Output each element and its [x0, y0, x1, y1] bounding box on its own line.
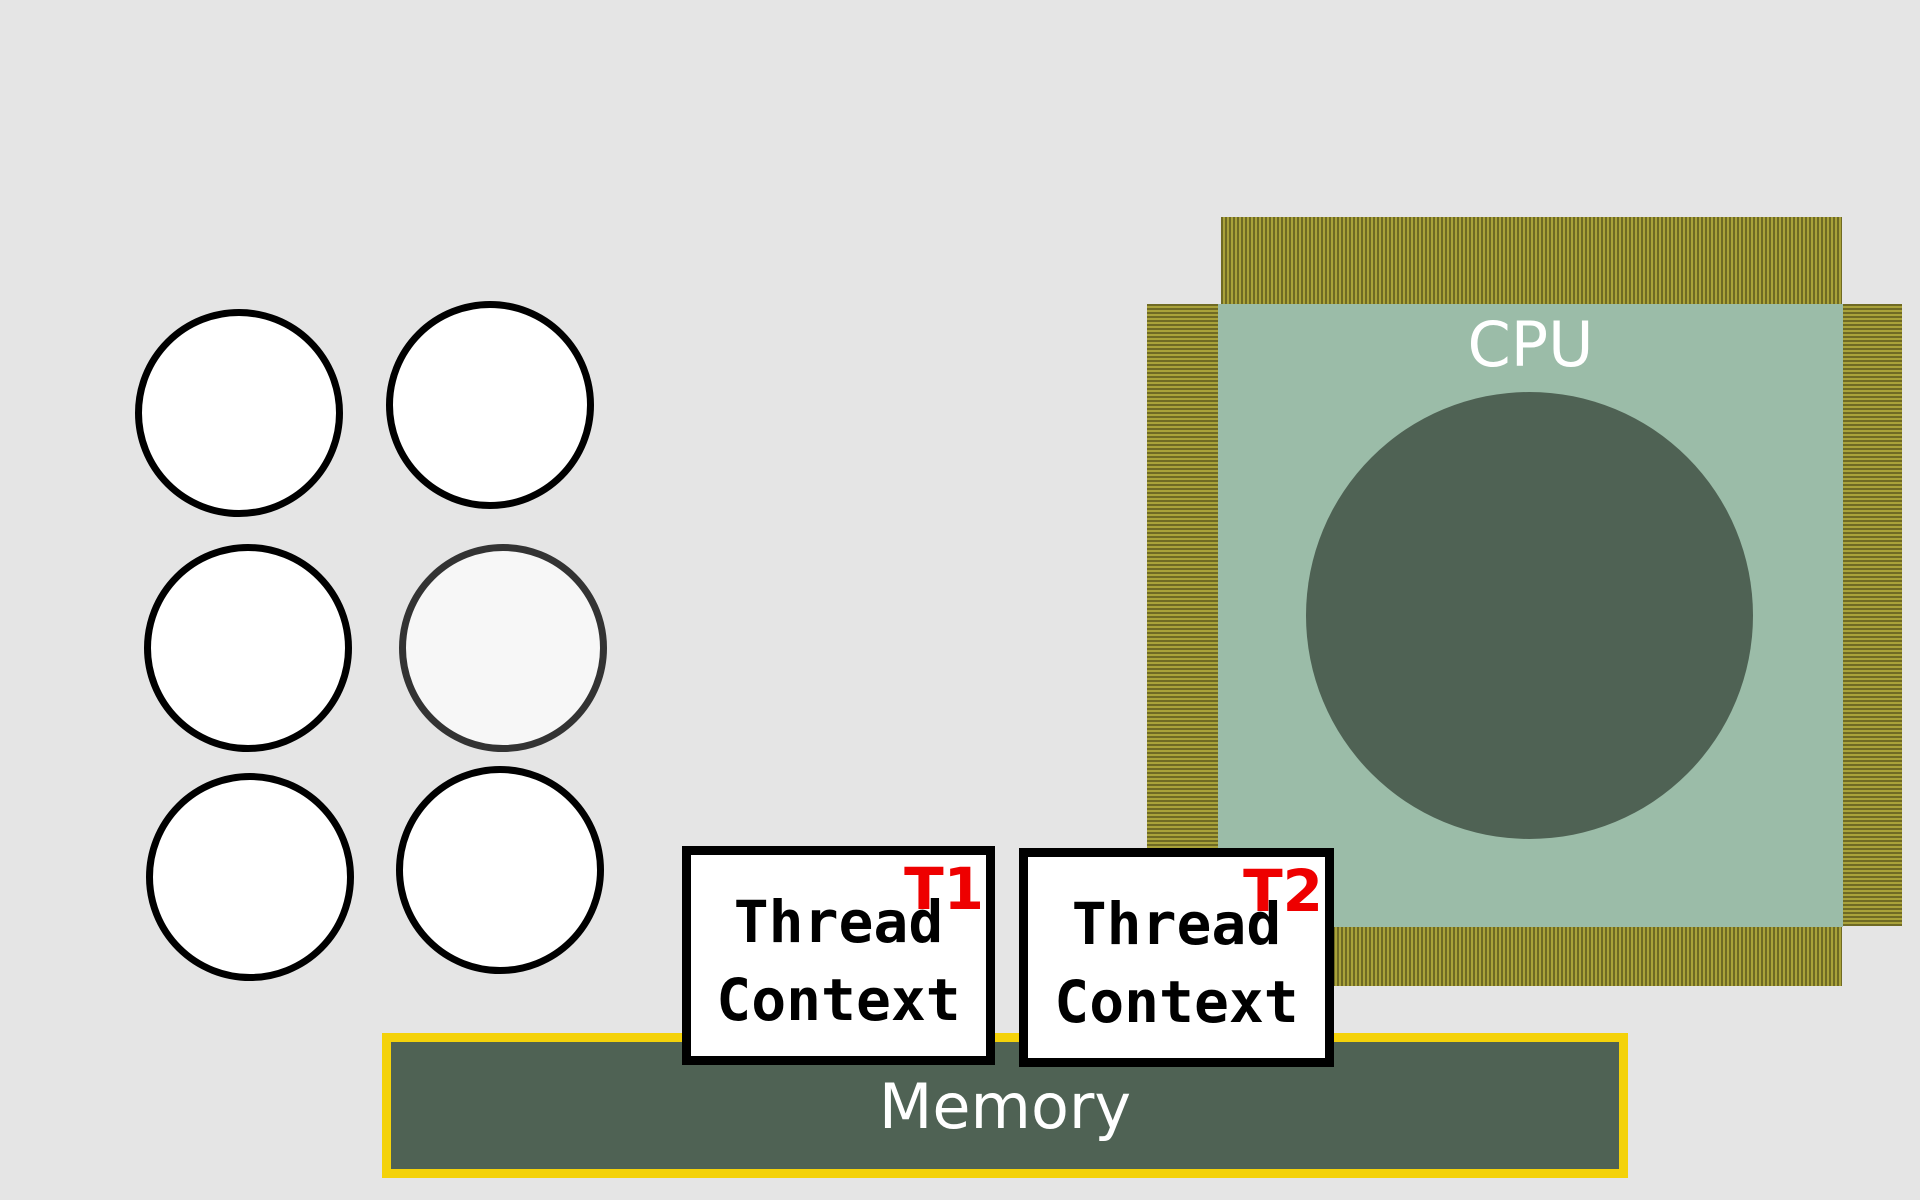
cpu-pins-right [1842, 304, 1902, 926]
thread-context-t2-line2: Context [1054, 968, 1299, 1036]
thread-pool-slot-5 [146, 773, 354, 981]
cpu-pins-top [1221, 217, 1842, 305]
cpu-label: CPU [1467, 308, 1594, 381]
thread-tag-t1: T1 [904, 855, 984, 923]
memory-label: Memory [878, 1070, 1132, 1143]
thread-pool-slot-3 [144, 544, 352, 752]
thread-context-t1: Thread Context T1 [682, 846, 995, 1065]
thread-pool-slot-6 [396, 766, 604, 974]
thread-context-t2: Thread Context T2 [1019, 848, 1334, 1067]
thread-context-t1-line1: Thread [733, 888, 944, 956]
thread-context-t2-line1: Thread [1071, 890, 1282, 958]
thread-pool-slot-1 [135, 309, 343, 517]
memory: Memory [382, 1033, 1628, 1178]
cpu-core [1306, 392, 1753, 839]
thread-tag-t2: T2 [1243, 857, 1323, 925]
thread-pool-slot-4 [399, 544, 607, 752]
thread-context-t1-line2: Context [716, 966, 961, 1034]
cpu-pins-left [1147, 304, 1219, 926]
thread-pool-slot-2 [386, 301, 594, 509]
